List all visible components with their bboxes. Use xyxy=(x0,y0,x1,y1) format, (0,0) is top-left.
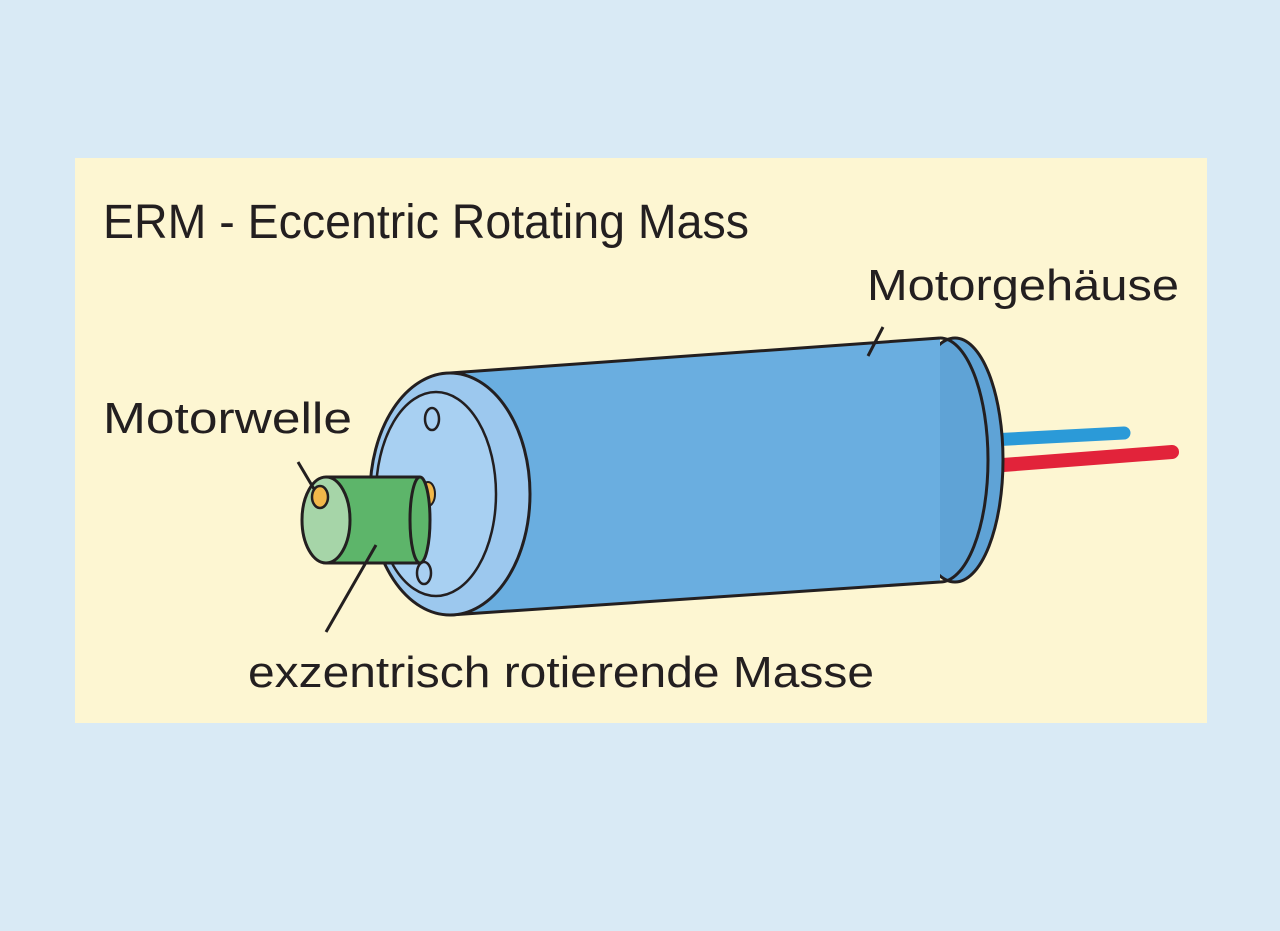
shaft-leader-line xyxy=(296,461,316,490)
housing-body xyxy=(450,338,940,615)
mass-leader-line xyxy=(324,544,378,633)
motor-housing xyxy=(449,336,1005,617)
eccentric-mass-back xyxy=(408,475,432,565)
housing-back-rim xyxy=(939,336,990,584)
motor-shaft-end xyxy=(310,484,330,510)
diagram-title: ERM - Eccentric Rotating Mass xyxy=(103,196,749,249)
motor-wires xyxy=(983,426,1179,473)
housing-label: Motorgehäuse xyxy=(867,261,1179,310)
screw-hole-top-icon xyxy=(423,406,441,432)
housing-bottom-edge xyxy=(449,580,941,617)
shaft-label: Motorwelle xyxy=(103,394,352,443)
housing-top-edge xyxy=(449,336,941,375)
housing-leader-line xyxy=(866,326,885,357)
red-wire xyxy=(983,445,1179,473)
blue-wire xyxy=(983,426,1131,447)
eccentric-mass xyxy=(300,475,432,565)
eccentric-mass-label: exzentrisch rotierende Masse xyxy=(248,648,874,697)
